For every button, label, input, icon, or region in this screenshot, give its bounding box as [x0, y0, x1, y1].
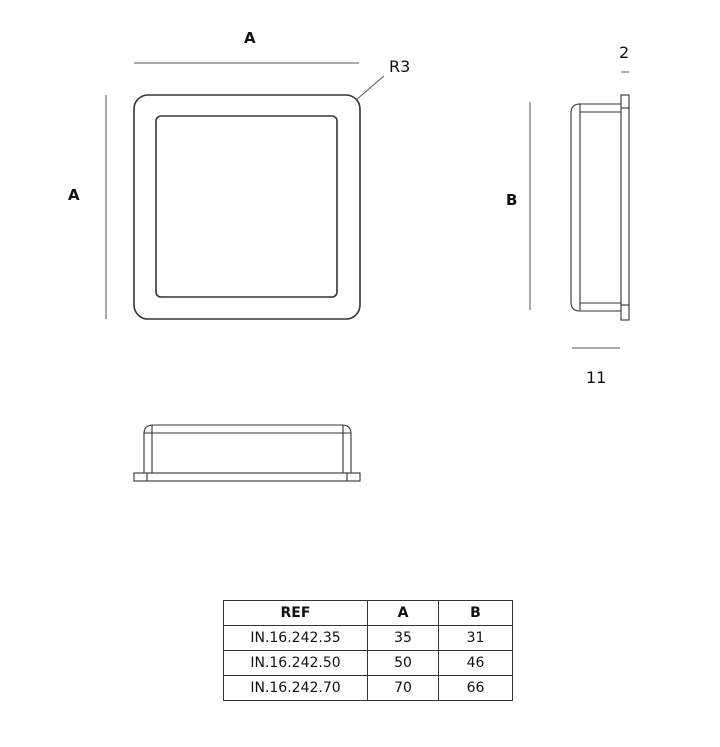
header-ref: REF — [223, 600, 368, 626]
side-dim-lines — [529, 71, 629, 349]
radius-label: R3 — [389, 57, 411, 76]
dimension-label-b: B — [506, 191, 518, 209]
table-header-row: REF A B — [223, 600, 513, 626]
cell-b: 46 — [438, 650, 513, 676]
flange-thickness-label: 2 — [619, 43, 630, 62]
cell-a: 70 — [367, 675, 439, 701]
cell-ref: IN.16.242.70 — [223, 675, 368, 701]
cell-b: 66 — [438, 675, 513, 701]
cell-a: 50 — [367, 650, 439, 676]
cell-ref: IN.16.242.35 — [223, 625, 368, 651]
cell-b: 31 — [438, 625, 513, 651]
cell-ref: IN.16.242.50 — [223, 650, 368, 676]
table-row: IN.16.242.35 35 31 — [223, 625, 513, 651]
front-view — [133, 94, 361, 320]
table-row: IN.16.242.50 50 46 — [223, 650, 513, 676]
side-view — [570, 94, 630, 321]
header-b: B — [438, 600, 513, 626]
bottom-view — [133, 424, 361, 482]
header-a: A — [367, 600, 439, 626]
depth-label: 11 — [586, 368, 607, 387]
dimension-label-a-left: A — [68, 186, 80, 204]
reference-table: REF A B IN.16.242.35 35 31 IN.16.242.50 … — [223, 600, 513, 701]
cell-a: 35 — [367, 625, 439, 651]
front-dim-lines — [105, 62, 385, 319]
dimension-label-a-top: A — [244, 29, 256, 47]
table-row: IN.16.242.70 70 66 — [223, 675, 513, 701]
